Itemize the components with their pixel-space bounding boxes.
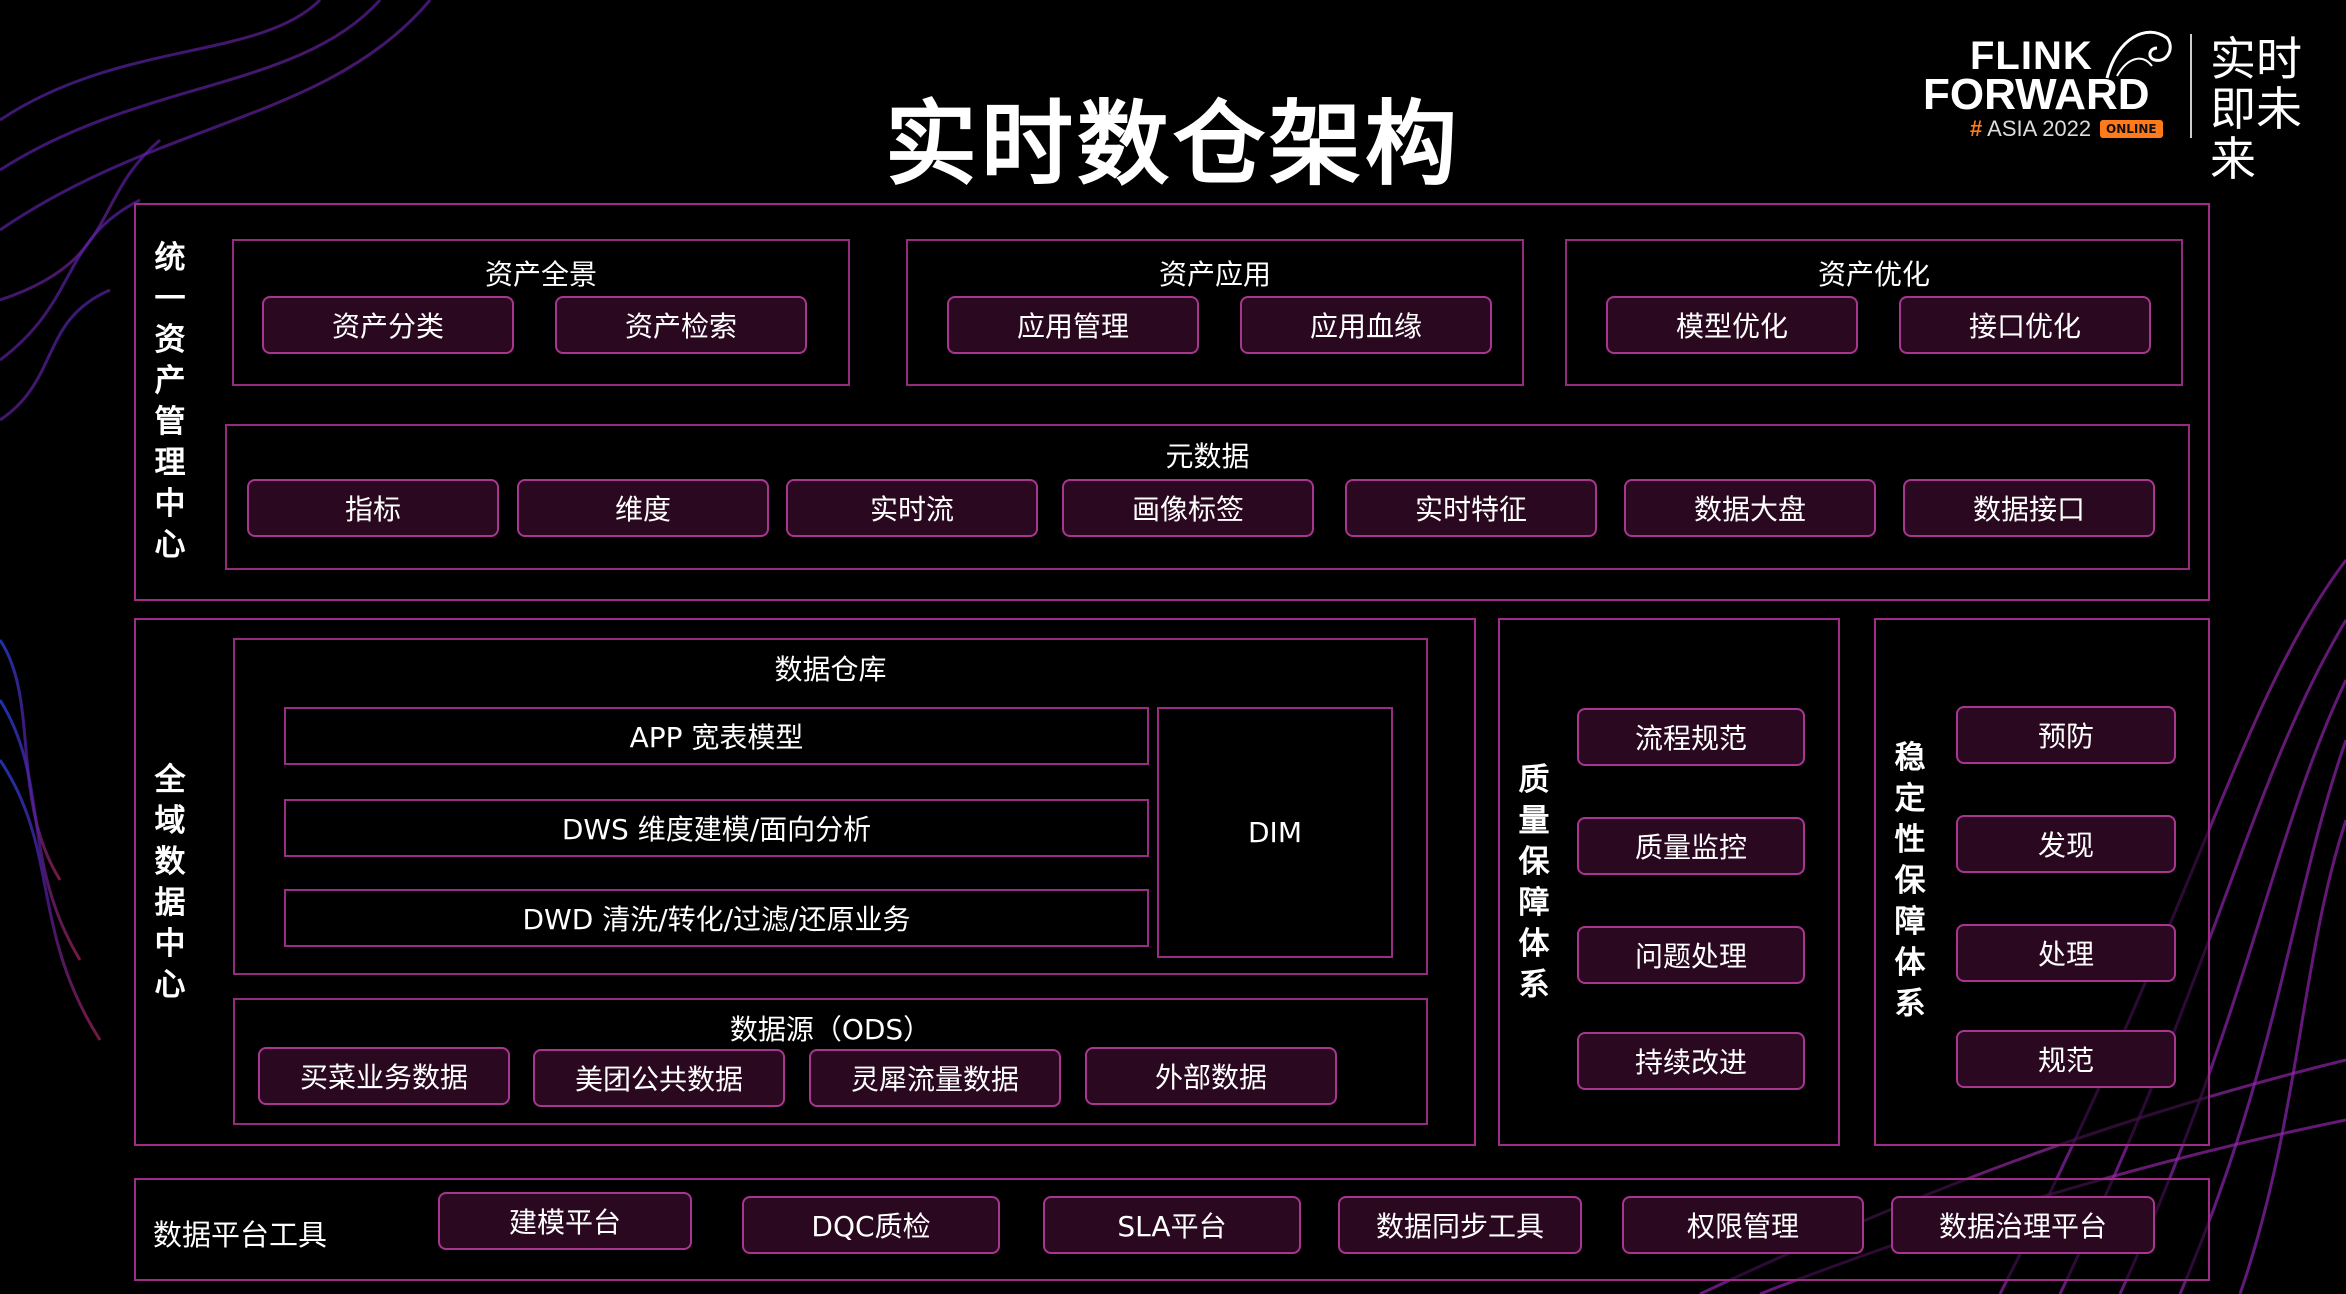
- logo-event: ASIA 2022: [1987, 116, 2092, 141]
- asset-group-title: 资产优化: [1817, 258, 1930, 291]
- source-external-data[interactable]: 外部数据: [1085, 1047, 1337, 1105]
- quality-item-issue-handling[interactable]: 问题处理: [1577, 926, 1805, 984]
- source-traffic-data[interactable]: 灵犀流量数据: [809, 1049, 1061, 1107]
- asset-center-label: 统一资产管理中心: [154, 240, 186, 563]
- layer-app[interactable]: APP 宽表模型: [284, 707, 1149, 765]
- tool-data-governance[interactable]: 数据治理平台: [1891, 1196, 2155, 1254]
- layer-dwd[interactable]: DWD 清洗/转化/过滤/还原业务: [284, 889, 1149, 947]
- stability-label: 稳定性保障体系: [1894, 740, 1926, 1022]
- interface-optimization-button[interactable]: 接口优化: [1899, 296, 2151, 354]
- logo-line-2: FORWARD: [1923, 70, 2150, 119]
- logo-line-3: # ASIA 2022: [1970, 116, 2091, 142]
- metadata-item-dimension[interactable]: 维度: [517, 479, 769, 537]
- stability-item-detection[interactable]: 发现: [1956, 815, 2176, 873]
- quality-item-improvement[interactable]: 持续改进: [1577, 1032, 1805, 1090]
- data-source-title: 数据源（ODS）: [729, 1013, 932, 1046]
- layer-dim[interactable]: DIM: [1157, 707, 1393, 958]
- app-lineage-button[interactable]: 应用血缘: [1240, 296, 1492, 354]
- squirrel-logo-icon: [2105, 30, 2172, 79]
- stability-item-standards[interactable]: 规范: [1956, 1030, 2176, 1088]
- logo-slogan: 实时即未来: [2210, 32, 2302, 186]
- metadata-item-realtime-features[interactable]: 实时特征: [1345, 479, 1597, 537]
- app-management-button[interactable]: 应用管理: [947, 296, 1199, 354]
- asset-classify-button[interactable]: 资产分类: [262, 296, 514, 354]
- asset-group-title: 资产应用: [1158, 258, 1271, 291]
- asset-group-title: 资产全景: [484, 258, 597, 291]
- logo-hash: #: [1970, 116, 1983, 141]
- logo-badge: ONLINE: [2100, 120, 2163, 138]
- tool-dqc[interactable]: DQC质检: [742, 1196, 1000, 1254]
- model-optimization-button[interactable]: 模型优化: [1606, 296, 1858, 354]
- metadata-item-data-dashboard[interactable]: 数据大盘: [1624, 479, 1876, 537]
- metadata-item-data-interface[interactable]: 数据接口: [1903, 479, 2155, 537]
- metadata-item-realtime-stream[interactable]: 实时流: [786, 479, 1038, 537]
- layer-dws[interactable]: DWS 维度建模/面向分析: [284, 799, 1149, 857]
- tool-modeling-platform[interactable]: 建模平台: [438, 1192, 692, 1250]
- tool-permission-management[interactable]: 权限管理: [1622, 1196, 1864, 1254]
- flink-forward-logo: FLINK FORWARD # ASIA 2022 ONLINE 实时即未来: [1915, 28, 2335, 184]
- stability-item-handling[interactable]: 处理: [1956, 924, 2176, 982]
- quality-item-process[interactable]: 流程规范: [1577, 708, 1805, 766]
- logo-line-1: FLINK: [1970, 34, 2093, 78]
- metadata-item-metric[interactable]: 指标: [247, 479, 499, 537]
- tool-sla-platform[interactable]: SLA平台: [1043, 1196, 1301, 1254]
- metadata-title: 元数据: [1165, 440, 1250, 473]
- tools-label: 数据平台工具: [153, 1218, 328, 1252]
- stability-item-prevention[interactable]: 预防: [1956, 706, 2176, 764]
- logo-divider: [2190, 34, 2192, 138]
- asset-search-button[interactable]: 资产检索: [555, 296, 807, 354]
- source-meituan-data[interactable]: 美团公共数据: [533, 1049, 785, 1107]
- data-center-label: 全域数据中心: [154, 762, 186, 1003]
- page-title: 实时数仓架构: [884, 91, 1461, 198]
- data-warehouse-title: 数据仓库: [774, 653, 887, 686]
- source-grocery-data[interactable]: 买菜业务数据: [258, 1047, 510, 1105]
- metadata-item-profile-tags[interactable]: 画像标签: [1062, 479, 1314, 537]
- quality-item-monitoring[interactable]: 质量监控: [1577, 817, 1805, 875]
- tool-data-sync[interactable]: 数据同步工具: [1338, 1196, 1582, 1254]
- quality-label: 质量保障体系: [1518, 762, 1550, 1003]
